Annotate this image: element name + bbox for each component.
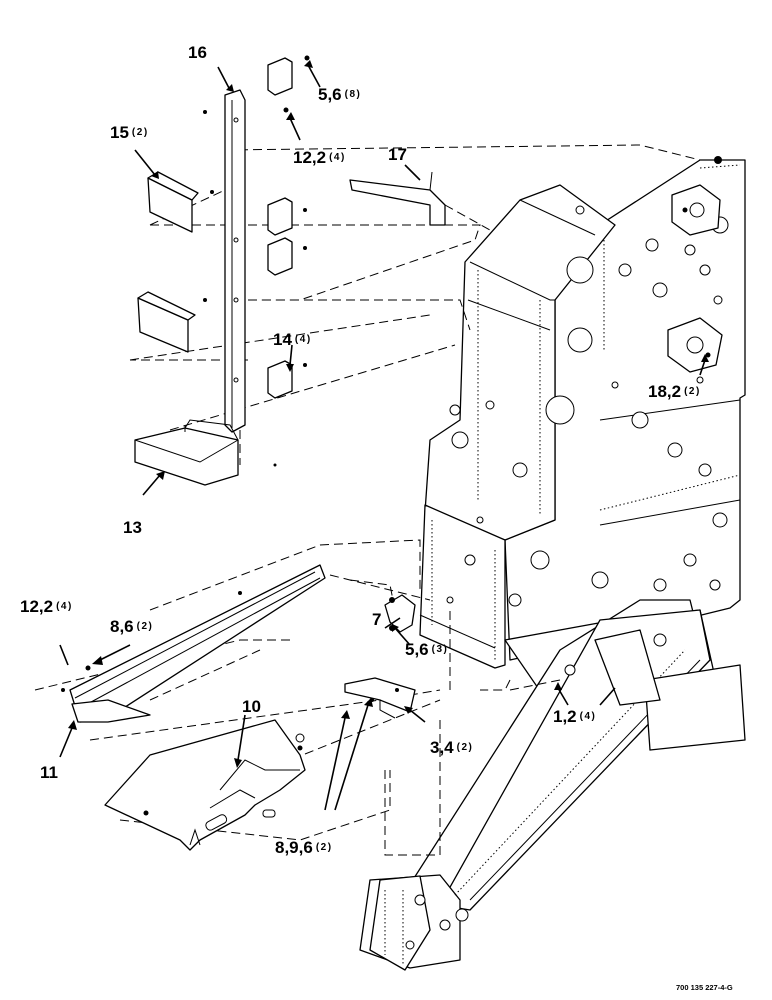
callout-1-2: 1,2(4): [553, 707, 596, 726]
callout-16: 16: [188, 43, 207, 62]
callout-13: 13: [123, 518, 142, 537]
main-frame-assembly: [419, 156, 746, 669]
callout-17: 17: [388, 145, 407, 164]
callout-labels: 16 5,6(8) 15(2) 12,2(4) 17 14(4) 18,2(2)…: [20, 43, 733, 992]
callout-arrows: [59, 60, 709, 811]
drawing-number: 700 135 227-4-G: [676, 983, 733, 992]
callout-5-6-bottom: 5,6(3): [405, 640, 448, 659]
callout-12-2-left: 12,2(4): [20, 597, 73, 616]
callout-11: 11: [40, 763, 58, 782]
callout-7: 7: [372, 610, 381, 629]
callout-14: 14(4): [273, 330, 312, 349]
callout-3-4: 3,4(2): [430, 738, 473, 757]
callout-8-9-6: 8,9,6(2): [275, 838, 333, 857]
callout-15: 15(2): [110, 123, 149, 142]
drawbar-assembly: [359, 599, 746, 971]
lower-shield-parts: [61, 564, 416, 851]
callout-8-6: 8,6(2): [110, 617, 153, 636]
upper-bracket-parts: [134, 55, 446, 486]
callout-18-2: 18,2(2): [648, 382, 701, 401]
callout-5-6-top: 5,6(8): [318, 85, 361, 104]
callout-10: 10: [242, 697, 261, 716]
callout-12-2-top: 12,2(4): [293, 148, 346, 167]
